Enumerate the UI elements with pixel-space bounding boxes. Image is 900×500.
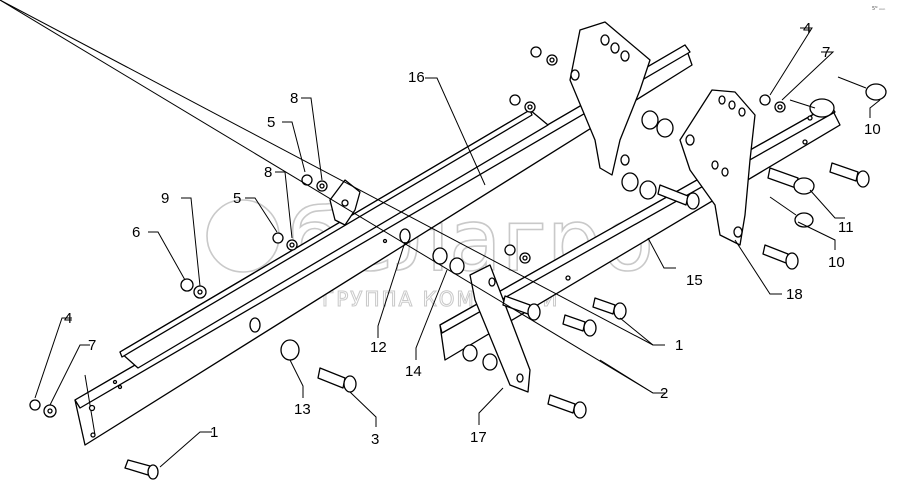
callout-1b: 1 bbox=[675, 337, 683, 354]
callout-16: 16 bbox=[408, 69, 425, 86]
callout-13: 13 bbox=[294, 401, 311, 418]
corner-code: 5ᴺ ₘₘ bbox=[872, 6, 885, 12]
callout-10a: 10 bbox=[864, 121, 881, 138]
callout-6: 6 bbox=[132, 224, 140, 241]
callout-11: 11 bbox=[838, 219, 854, 236]
main-beam bbox=[74, 44, 693, 446]
fasteners bbox=[29, 46, 786, 418]
pins bbox=[767, 76, 887, 228]
callout-1a: 1 bbox=[210, 424, 218, 441]
bolts bbox=[124, 162, 870, 480]
watermark-logo-circle bbox=[206, 199, 280, 273]
callout-18: 18 bbox=[786, 286, 803, 303]
callout-9: 9 bbox=[161, 190, 169, 207]
bracket-plates bbox=[329, 21, 756, 393]
callouts: 1 1 2 3 4 4 5 5 6 7 7 8 8 9 10 10 11 12 … bbox=[64, 20, 881, 448]
bushings bbox=[280, 110, 674, 371]
callout-3: 3 bbox=[371, 431, 379, 448]
callout-17: 17 bbox=[470, 429, 487, 446]
callout-15: 15 bbox=[686, 272, 703, 289]
callout-14: 14 bbox=[405, 363, 422, 380]
callout-12: 12 bbox=[370, 339, 387, 356]
callout-5a: 5 bbox=[267, 114, 275, 131]
callout-5b: 5 bbox=[233, 190, 241, 207]
callout-10b: 10 bbox=[828, 254, 845, 271]
leader-lines bbox=[0, 0, 881, 468]
callout-8b: 8 bbox=[264, 164, 272, 181]
callout-7b: 7 bbox=[822, 44, 830, 61]
callout-4a: 4 bbox=[64, 310, 72, 327]
callout-4b: 4 bbox=[803, 20, 811, 37]
callout-2: 2 bbox=[660, 385, 668, 402]
callout-7a: 7 bbox=[88, 337, 96, 354]
callout-8a: 8 bbox=[290, 90, 298, 107]
